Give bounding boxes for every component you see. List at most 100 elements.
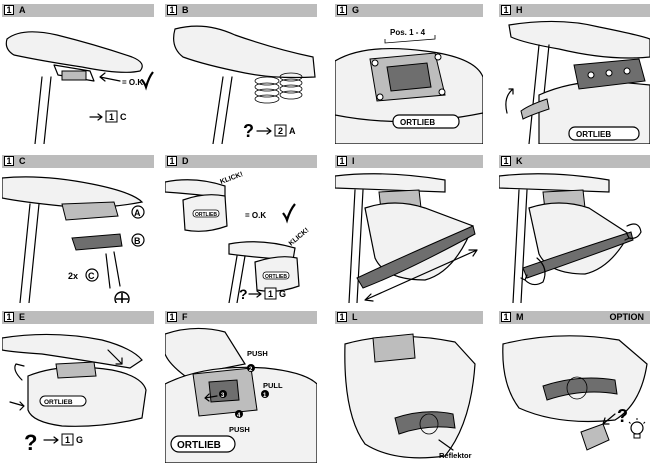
part-label-b: B: [134, 236, 141, 246]
ref-letter: A: [289, 126, 296, 136]
saddle: [5, 31, 143, 73]
roll-buckle: [419, 413, 439, 435]
panel-f: 1 F PUSH 2 3 PULL 1 4 PUSH ORTLIEB: [165, 311, 317, 463]
question-mark: ?: [24, 430, 37, 455]
click-label-bottom: KLICK!: [288, 227, 311, 248]
light-strap: [542, 377, 618, 401]
ref-box: [264, 287, 277, 300]
push-label-bottom: PUSH: [229, 425, 250, 434]
illustration-click-in: ORTLIEB KLICK! = O.K ORTLIEB KLICK! ? 1 …: [165, 171, 311, 303]
panel-header: 1 E: [2, 311, 154, 324]
ref-number: 1: [268, 289, 273, 299]
rotate-arrow-icon: [520, 257, 546, 286]
step-number: 1: [167, 156, 177, 166]
panel-h: 1 H ORTLIEB: [499, 4, 650, 144]
illustration-mounted-bag: ORTLIEB ? 1 G: [2, 333, 147, 455]
illustration-light-option: ?: [502, 335, 648, 451]
panel-i: 1 I: [335, 155, 483, 303]
panel-header: 1 M OPTION: [499, 311, 650, 324]
step-number: 1: [501, 5, 511, 15]
step-number: 1: [337, 312, 347, 322]
screwdriver-icon: [114, 291, 130, 303]
ref-letter: C: [120, 112, 127, 122]
reflector-strip: [394, 411, 456, 435]
ok-label: = O.K: [245, 211, 266, 220]
step-3: 3: [221, 393, 225, 399]
step-letter: G: [352, 5, 360, 15]
saddle: [173, 25, 316, 79]
brand-logo: ORTLIEB: [400, 118, 435, 127]
step-letter: I: [352, 156, 355, 166]
panel-header: 1 L: [335, 311, 483, 324]
panel-a: 1 A = O.K 1 C: [2, 4, 154, 144]
step-letter: K: [516, 156, 523, 166]
step-number: 1: [167, 5, 177, 15]
panel-header: 1 F: [165, 311, 317, 324]
roll-buckle: [566, 376, 588, 400]
arrow-icon: [602, 413, 616, 425]
brand-badge: [262, 271, 290, 280]
checkmark-icon: [282, 203, 296, 224]
panel-m: 1 M OPTION ?: [499, 311, 650, 463]
ref-box: [274, 124, 287, 137]
option-label: OPTION: [609, 312, 644, 322]
brand-badge: [392, 114, 460, 129]
checkmark-icon: [141, 71, 154, 91]
step-number: 1: [4, 312, 14, 322]
panel-e: 1 E ORTLIEB ? 1 G: [2, 311, 154, 463]
illustration-reflector: Reflektor: [344, 333, 476, 460]
brand-badge: [192, 209, 220, 218]
mounting-plate: [55, 361, 97, 379]
screw: [105, 251, 121, 289]
arrow-icon: [256, 127, 272, 135]
double-arrow: [364, 249, 478, 302]
step-letter: B: [182, 5, 189, 15]
step-number: 1: [4, 156, 14, 166]
count-label: 2x: [68, 271, 78, 281]
clamp-part-a: [61, 201, 119, 221]
seatpost: [19, 203, 40, 303]
arrow-icon: [107, 349, 123, 365]
position-label: Pos. 1 - 4: [390, 28, 426, 37]
step-number: 1: [167, 312, 177, 322]
ref-number: 1: [65, 435, 70, 445]
question-mark: ?: [617, 406, 628, 426]
panel-header: 1 A: [2, 4, 154, 17]
seatpost: [228, 255, 246, 303]
saddle: [499, 173, 610, 193]
clamp-part-b: [71, 233, 123, 251]
step-letter: H: [516, 5, 523, 15]
illustration-release: PUSH 2 3 PULL 1 4 PUSH ORTLIEB: [165, 327, 317, 463]
arrow-icon: [9, 401, 25, 411]
brand-logo: ORTLIEB: [44, 399, 73, 406]
brand-badge: [568, 126, 640, 141]
question-mark: ?: [243, 121, 254, 141]
brand-badge: [39, 395, 87, 407]
saddle-springs: [254, 72, 303, 104]
panel-l: 1 L Reflektor: [335, 311, 483, 463]
illustration-saddle-mount: = O.K 1 C: [5, 31, 154, 144]
arrow-icon: [248, 290, 262, 298]
panel-header: 1 K: [499, 155, 650, 168]
step-letter: F: [182, 312, 188, 322]
panel-d: 1 D ORTLIEB KLICK! = O.K ORTLIEB KLICK! …: [165, 155, 317, 303]
bag: [344, 335, 476, 459]
arrow-icon: [89, 113, 103, 121]
part-label-c: C: [88, 271, 95, 281]
step-letter: L: [352, 312, 358, 322]
panel-header: 1 H: [499, 4, 650, 17]
step-letter: C: [19, 156, 26, 166]
ref-number: 2: [278, 126, 283, 136]
saddle: [335, 173, 446, 193]
rotate-arrow-icon: [505, 88, 514, 114]
step-number: 1: [337, 5, 347, 15]
mounting-plate: [372, 333, 416, 363]
seat-rail: [53, 64, 95, 82]
seatpost: [212, 76, 233, 144]
seatpost-strap: [14, 363, 25, 381]
brand-logo: ORTLIEB: [195, 212, 217, 218]
panel-header: 1 I: [335, 155, 483, 168]
step-number: 1: [501, 312, 511, 322]
illustration-attach-bag: ORTLIEB: [505, 20, 650, 144]
step-letter: E: [19, 312, 26, 322]
